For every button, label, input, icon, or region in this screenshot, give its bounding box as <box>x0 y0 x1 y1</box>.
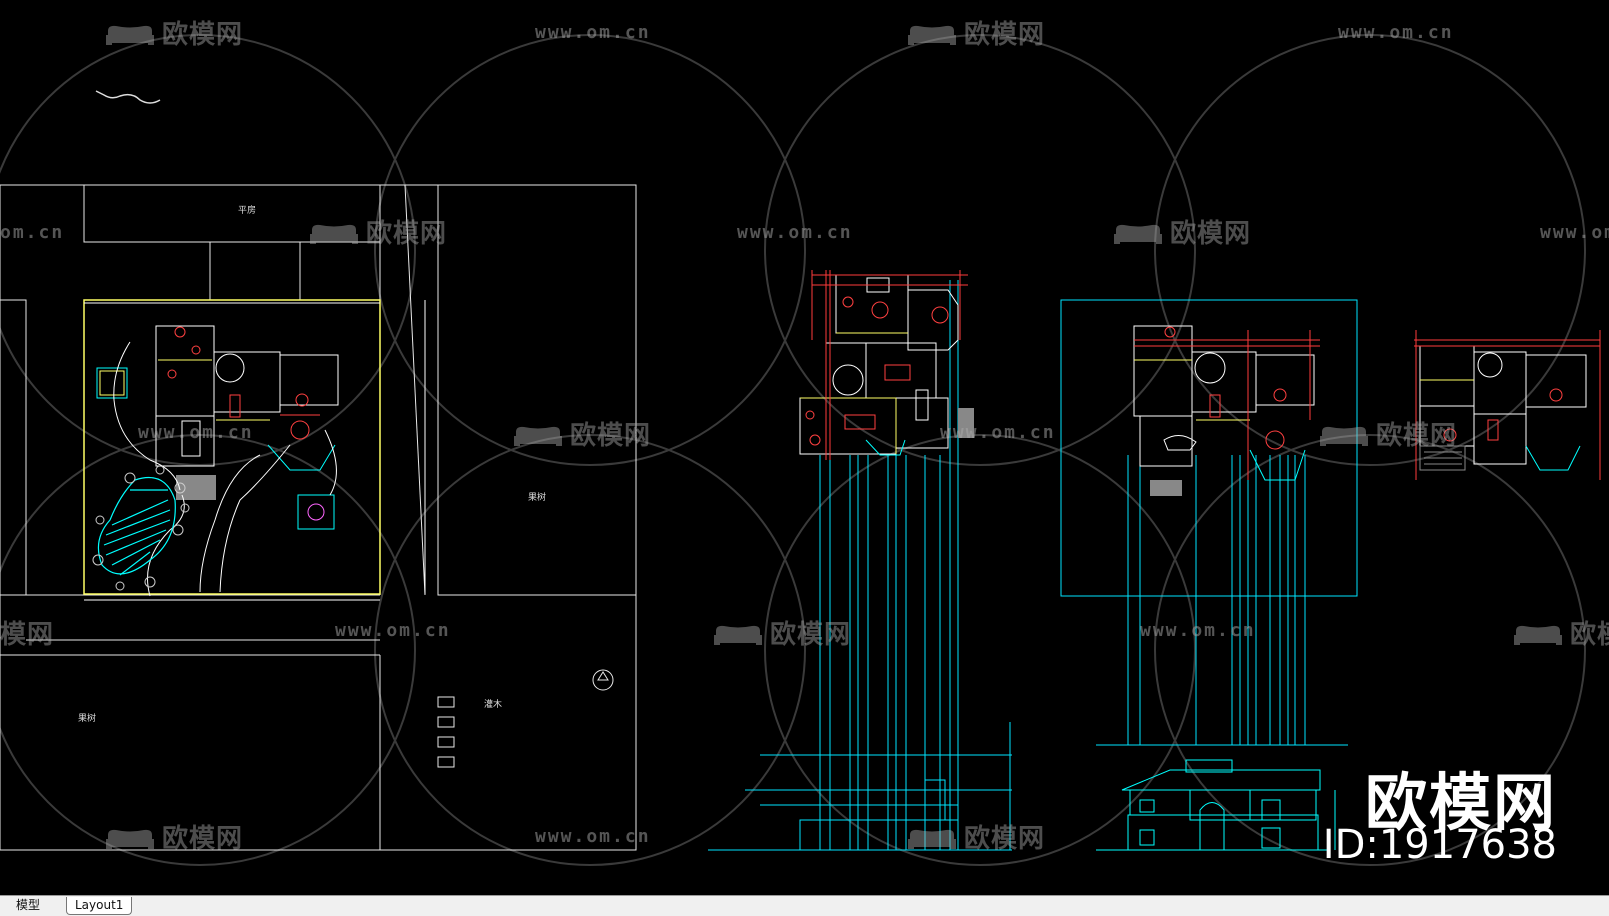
pond-rocks <box>92 465 190 591</box>
site-landscape <box>113 341 337 597</box>
sofa-logo-icon <box>908 25 956 45</box>
watermark-url: www.om.cn <box>737 222 853 243</box>
watermark-url: www.om.cn <box>138 422 254 443</box>
watermark-logo: 欧模网 <box>1512 614 1609 651</box>
watermark-url: www.om.cn <box>535 826 651 847</box>
watermark-brand-text: 欧模网 <box>366 219 448 249</box>
watermark-url: www.om.cn <box>1540 222 1609 243</box>
site-plan <box>0 184 637 851</box>
sofa-logo-icon <box>106 829 154 849</box>
label-shrub: 灌木 <box>484 700 503 710</box>
dimension-ticks <box>84 300 426 601</box>
watermark-brand-partial: 模网 <box>0 620 55 650</box>
sofa-logo-icon <box>106 25 154 45</box>
watermark-url-partial: om.cn <box>0 222 65 243</box>
tab-model[interactable]: 模型 <box>8 897 49 914</box>
label-orchard-right: 果树 <box>528 493 547 503</box>
watermark-brand-text: 欧模网 <box>162 824 244 854</box>
watermark-logo: 欧模网 <box>104 818 243 855</box>
watermark-logo: 欧模网 <box>512 415 651 452</box>
sheet-frame-right <box>1060 299 1358 597</box>
watermark-id: ID:1917638 <box>1322 822 1557 868</box>
elevation-projection-a <box>708 280 1012 851</box>
watermark-logo: 欧模网 <box>308 213 447 250</box>
watermark-brand-text: 欧模网 <box>1570 620 1609 650</box>
sofa-logo-icon <box>714 625 762 645</box>
sofa-logo-icon <box>908 829 956 849</box>
watermark-url: www.om.cn <box>535 22 651 43</box>
cad-drawing-canvas[interactable] <box>0 0 1609 895</box>
label-top-building: 平房 <box>238 206 257 216</box>
watermark-brand-text: 欧模网 <box>570 421 652 451</box>
watermark-url: www.om.cn <box>940 422 1056 443</box>
lot-boundary <box>83 299 381 595</box>
watermark-url: www.om.cn <box>335 620 451 641</box>
watermark-brand-text: 欧模网 <box>162 20 244 50</box>
tab-layout1[interactable]: Layout1 <box>66 897 133 915</box>
watermark-logo: 欧模网 <box>104 14 243 51</box>
watermark-logo: 欧模网 <box>1318 415 1457 452</box>
watermark-brand-text: 欧模网 <box>964 824 1046 854</box>
sofa-logo-icon <box>1514 625 1562 645</box>
elevation-projection-b <box>1096 455 1348 746</box>
brand-watermark-large: 欧模网 <box>1364 766 1557 839</box>
watermark-logo: 欧模网 <box>712 614 851 651</box>
watermark-brand-text: 欧模网 <box>770 620 852 650</box>
watermark-brand-text: 欧模网 <box>1376 421 1458 451</box>
sofa-logo-icon <box>1320 426 1368 446</box>
floor-plan-right <box>1133 325 1315 496</box>
watermark-url: www.om.cn <box>1338 22 1454 43</box>
red-gridlines-right <box>1134 330 1320 480</box>
layout-tab-bar: 模型 Layout1 <box>0 895 1609 916</box>
north-squiggle <box>95 90 161 104</box>
red-gridlines-far-right <box>1414 330 1601 480</box>
sofa-logo-icon <box>514 426 562 446</box>
sofa-logo-icon <box>1114 224 1162 244</box>
watermark-brand-text: 欧模网 <box>964 20 1046 50</box>
watermark-url: www.om.cn <box>1140 620 1256 641</box>
watermark-brand-text: 欧模网 <box>1170 219 1252 249</box>
label-orchard-left: 果树 <box>78 714 97 724</box>
watermark-logo: 欧模网 <box>1112 213 1251 250</box>
sofa-logo-icon <box>310 224 358 244</box>
site-house <box>96 325 339 530</box>
watermark-logo: 欧模网 <box>906 818 1045 855</box>
watermark-logo: 欧模网 <box>906 14 1045 51</box>
red-gridlines-middle <box>811 270 968 460</box>
elevation-drawing <box>1096 759 1336 851</box>
pond <box>97 476 176 576</box>
